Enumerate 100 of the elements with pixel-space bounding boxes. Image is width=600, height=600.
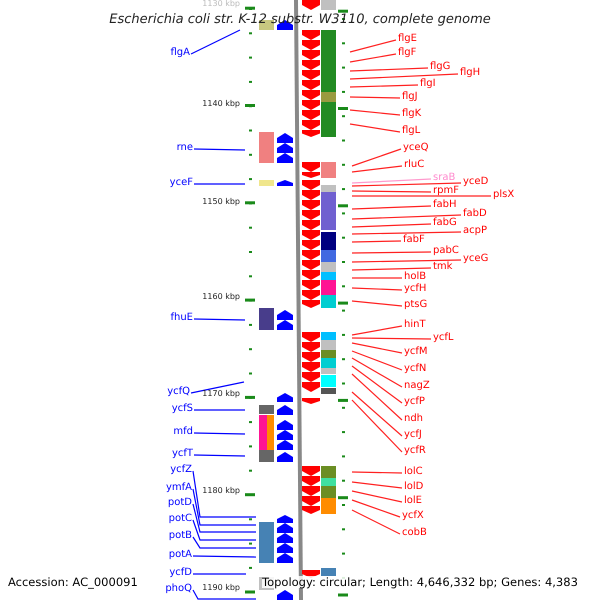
- gene-label: flgK: [402, 108, 422, 120]
- gene-label: ycfX: [402, 510, 424, 522]
- gene-label: lolD: [404, 481, 424, 493]
- leader-line: [352, 337, 431, 340]
- gene-label: plsX: [493, 189, 514, 201]
- gene-label: flgL: [402, 125, 420, 137]
- leader-line: [352, 400, 402, 452]
- leader-line: [350, 67, 428, 72]
- gene-label: acpP: [463, 225, 488, 237]
- leader-line: [350, 53, 396, 63]
- leader-line: [352, 214, 462, 220]
- leader-line: [192, 470, 256, 518]
- gene-label: tmk: [433, 261, 452, 273]
- leader-line: [352, 357, 402, 388]
- leader-line: [350, 96, 400, 99]
- gene-label: ptsG: [404, 299, 428, 311]
- gene-label: ycfS: [172, 403, 193, 415]
- gene-label: ycfT: [172, 448, 193, 460]
- leader-line: [192, 520, 256, 541]
- gene-label: hinT: [404, 319, 426, 331]
- scale-label: 1140 kbp: [202, 99, 240, 109]
- gene-label: pabC: [433, 245, 459, 257]
- gene-label: flgI: [420, 78, 436, 90]
- gene-label: ycfM: [404, 346, 428, 358]
- leader-line: [194, 183, 245, 185]
- title: Escherichia coli str. K-12 substr. W3110, complete genome: [108, 12, 492, 27]
- gene-label: flgJ: [402, 91, 418, 103]
- leader-line: [352, 490, 402, 503]
- accession-text: Accession: AC_000091: [8, 576, 138, 588]
- gene-label: potA: [168, 549, 192, 561]
- leader-line: [350, 109, 400, 116]
- gene-label: fabF: [403, 234, 425, 246]
- gene-label: yceF: [170, 177, 193, 189]
- leader-line: [352, 366, 402, 404]
- leader-line: [352, 392, 402, 436]
- leader-line: [350, 84, 418, 88]
- leader-line: [352, 350, 402, 371]
- gene-label: flgE: [398, 33, 417, 45]
- gene-label: yceQ: [403, 142, 428, 154]
- leader-line: [193, 573, 246, 575]
- leader-line: [192, 504, 256, 533]
- leader-line: [352, 251, 431, 254]
- leader-line: [352, 205, 432, 210]
- leader-line: [352, 325, 402, 336]
- leader-line: [194, 318, 246, 321]
- gene-label: ycfZ: [170, 464, 192, 476]
- leader-line: [190, 29, 240, 55]
- gene-label: ndh: [404, 413, 424, 425]
- leader-line: [352, 240, 402, 243]
- leader-line: [352, 165, 402, 173]
- gene-label: rne: [176, 142, 193, 154]
- gene-label: fabG: [433, 217, 457, 229]
- scale-label: 1170 kbp: [202, 389, 240, 399]
- gene-label: yceG: [463, 253, 488, 265]
- gene-label: ymfA: [166, 482, 192, 494]
- gene-label: cobB: [402, 527, 427, 539]
- gene-label: sraB: [433, 172, 456, 184]
- leader-line: [352, 374, 402, 420]
- gene-label: fabH: [433, 199, 457, 211]
- leader-line: [352, 277, 402, 279]
- leader-line: [194, 454, 246, 457]
- leader-line: [352, 223, 432, 228]
- gene-label: potD: [168, 497, 192, 509]
- gene-label: lolC: [404, 466, 423, 478]
- gene-label: potB: [168, 530, 192, 542]
- leader-line: [350, 73, 458, 80]
- leader-line: [352, 231, 462, 235]
- leader-line: [192, 555, 256, 558]
- leader-line: [190, 381, 244, 394]
- leader-line: [352, 499, 400, 518]
- scale-label: 1180 kbp: [202, 486, 240, 496]
- leader-line: [352, 178, 432, 184]
- leader-line: [352, 259, 462, 263]
- gene-label: flgG: [430, 61, 450, 73]
- leader-line: [352, 300, 402, 307]
- leader-line: [194, 409, 245, 411]
- leader-line: [352, 267, 432, 271]
- gene-label: ycfR: [404, 445, 426, 457]
- gene-label: lolE: [404, 495, 422, 507]
- scale-label: 1190 kbp: [202, 583, 240, 593]
- leader-line: [352, 287, 402, 291]
- leader-line: [352, 342, 402, 354]
- leader-line: [352, 195, 491, 197]
- gene-label: flgH: [460, 67, 480, 79]
- leader-line: [192, 536, 256, 549]
- leader-line: [352, 190, 431, 193]
- leader-line: [350, 39, 396, 53]
- leader-line: [352, 471, 402, 474]
- leader-line: [352, 509, 400, 535]
- gene-label: ycfD: [169, 567, 192, 579]
- gene-label: holB: [404, 271, 426, 283]
- gene-label: ycfN: [404, 363, 426, 375]
- leader-line: [194, 432, 246, 435]
- scale-label: 1150 kbp: [202, 197, 240, 207]
- gene-label: ycfP: [404, 396, 425, 408]
- gene-label: rluC: [404, 159, 424, 171]
- gene-label: yceD: [463, 176, 488, 188]
- gene-label: fabD: [463, 208, 487, 220]
- gene-label: rpmF: [433, 185, 459, 197]
- scale-label: 1130 kbp: [202, 0, 240, 9]
